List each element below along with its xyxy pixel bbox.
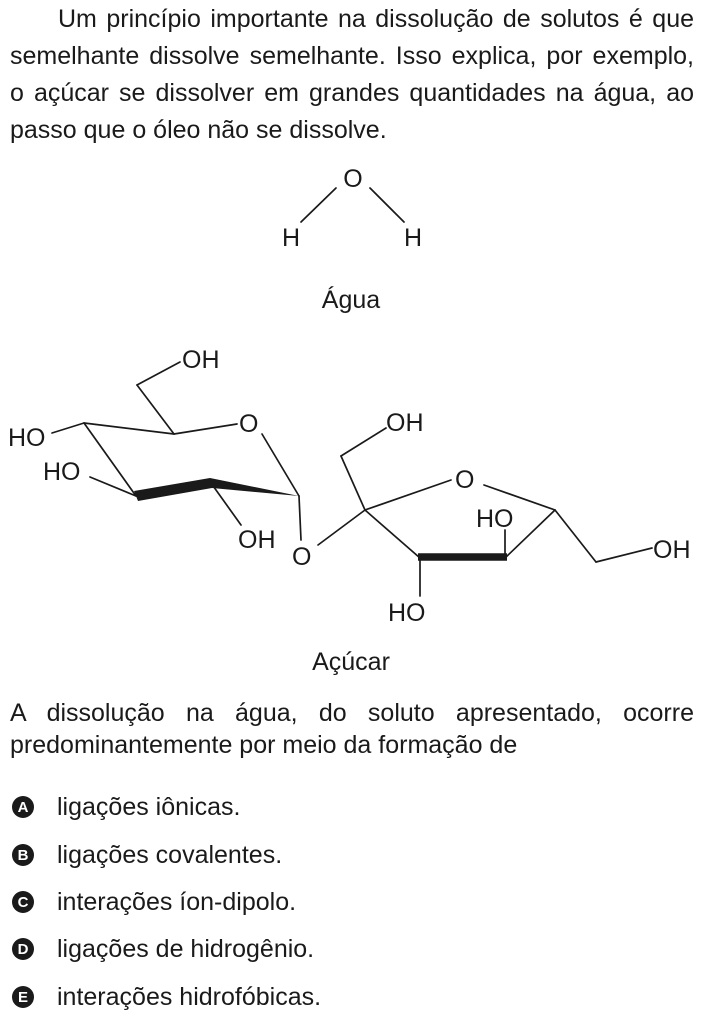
water-hydrogen-right: H bbox=[404, 224, 422, 252]
label-bridge-oxygen: O bbox=[292, 543, 311, 571]
label-ring-oxygen-1: O bbox=[239, 410, 258, 438]
label-oh-right: OH bbox=[653, 536, 691, 564]
label-oh-mid: OH bbox=[386, 409, 424, 437]
water-hydrogen-left: H bbox=[282, 224, 300, 252]
label-oh-top: OH bbox=[182, 346, 220, 374]
bond bbox=[173, 423, 238, 435]
bond bbox=[340, 427, 387, 457]
water-bond-left bbox=[300, 187, 337, 223]
label-ho-left2: HO bbox=[43, 458, 81, 486]
bond bbox=[210, 482, 242, 526]
option-b-text: ligações covalentes. bbox=[57, 840, 283, 869]
option-d-text: ligações de hidrogênio. bbox=[57, 934, 315, 963]
bond bbox=[298, 495, 302, 541]
label-ho-inner: HO bbox=[476, 505, 514, 533]
option-b-badge: B bbox=[12, 844, 34, 866]
option-a-badge: A bbox=[12, 796, 34, 818]
bond bbox=[364, 479, 452, 511]
bond bbox=[83, 422, 137, 497]
sugar-structure: OH HO HO O OH O OH O HO OH HO bbox=[8, 346, 691, 627]
bond bbox=[317, 509, 366, 546]
bond bbox=[595, 547, 653, 563]
bond bbox=[364, 509, 421, 559]
option-a[interactable]: A ligações iônicas. bbox=[12, 790, 240, 824]
label-ho-left: HO bbox=[8, 424, 46, 452]
water-oxygen: O bbox=[343, 165, 362, 193]
bond bbox=[340, 455, 366, 511]
question-text: A dissolução na água, do soluto apresent… bbox=[10, 699, 694, 759]
option-e-text: interações hidrofóbicas. bbox=[57, 982, 322, 1011]
water-caption: Água bbox=[321, 286, 381, 314]
option-d-badge: D bbox=[12, 938, 34, 960]
bond bbox=[51, 422, 85, 434]
label-ring-oxygen-2: O bbox=[455, 466, 474, 494]
label-oh-bottom: OH bbox=[238, 526, 276, 554]
bond bbox=[483, 484, 556, 511]
intro-paragraph: Um princípio importante na dissolução de… bbox=[10, 5, 694, 144]
wedge-bond bbox=[134, 478, 299, 501]
bond bbox=[504, 509, 556, 559]
bond bbox=[136, 361, 181, 386]
option-d[interactable]: D ligações de hidrogênio. bbox=[12, 932, 314, 966]
option-e-badge: E bbox=[12, 986, 34, 1008]
water-structure: O H H bbox=[282, 165, 422, 252]
bond bbox=[89, 476, 137, 497]
label-ho-bottom: HO bbox=[388, 599, 426, 627]
water-bond-right bbox=[369, 187, 405, 223]
option-e[interactable]: E interações hidrofóbicas. bbox=[12, 980, 321, 1014]
bond bbox=[136, 384, 175, 435]
bond bbox=[554, 509, 597, 563]
option-a-text: ligações iônicas. bbox=[57, 792, 241, 821]
option-b[interactable]: B ligações covalentes. bbox=[12, 838, 282, 872]
bond bbox=[261, 433, 300, 497]
sugar-caption: Açúcar bbox=[312, 648, 390, 676]
option-c-badge: C bbox=[12, 891, 34, 913]
option-c[interactable]: C interações íon-dipolo. bbox=[12, 885, 296, 919]
bond bbox=[83, 422, 175, 435]
option-c-text: interações íon-dipolo. bbox=[57, 887, 297, 916]
